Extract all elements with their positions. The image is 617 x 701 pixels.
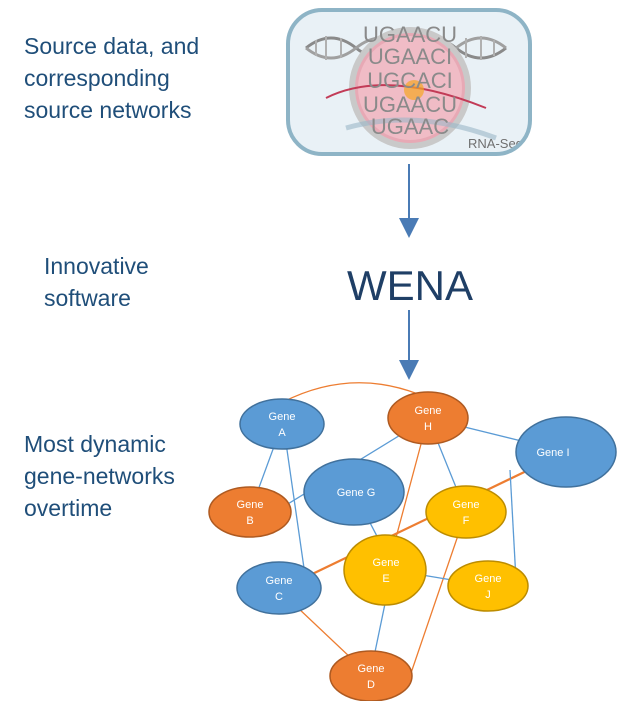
- gene-node-d: Gene D: [329, 650, 413, 701]
- svg-text:B: B: [246, 515, 253, 527]
- software-label-line-2: software: [44, 285, 131, 311]
- rnaseq-image: UGAACU UGAACI UGCACI UGAACU UGAAC RNA-Se…: [286, 8, 532, 156]
- svg-text:Gene: Gene: [266, 575, 293, 587]
- source-label-line-3: source networks: [24, 97, 192, 123]
- svg-text:C: C: [275, 591, 283, 603]
- svg-text:Gene I: Gene I: [536, 447, 569, 459]
- svg-text:F: F: [463, 515, 470, 527]
- dynamic-label-line-1: Most dynamic: [24, 431, 166, 457]
- gene-node-j: Gene J: [447, 560, 529, 612]
- svg-text:E: E: [382, 573, 389, 585]
- rnaseq-illustration: UGAACU UGAACI UGCACI UGAACU UGAAC RNA-Se…: [305, 22, 523, 151]
- sequence-row: UGAAC: [371, 114, 449, 139]
- sequence-row: UGAACU: [363, 92, 457, 117]
- sequence-row: UGAACU: [363, 22, 457, 47]
- gene-node-f: Gene F: [425, 485, 507, 539]
- wena-title: WENA: [347, 262, 473, 309]
- software-label: Innovative software: [44, 250, 224, 314]
- gene-node-a: Gene A: [239, 398, 325, 450]
- source-data-label: Source data, and corresponding source ne…: [24, 30, 264, 126]
- source-label-line-2: corresponding: [24, 65, 170, 91]
- edge-i-j: [509, 469, 517, 581]
- svg-text:Gene: Gene: [475, 573, 502, 585]
- dynamic-networks-label: Most dynamic gene-networks overtime: [24, 428, 244, 524]
- svg-text:Gene: Gene: [237, 499, 264, 511]
- gene-node-i: Gene I: [515, 416, 617, 488]
- dynamic-label-line-2: gene-networks: [24, 463, 175, 489]
- sequence-row: UGCACI: [367, 68, 453, 93]
- rnaseq-caption: RNA-Seq: [468, 136, 523, 151]
- edge-i-c: [278, 451, 567, 591]
- svg-text:Gene: Gene: [269, 411, 296, 423]
- source-label-line-1: Source data, and: [24, 33, 200, 59]
- gene-node-b: Gene B: [208, 486, 292, 538]
- svg-text:Gene G: Gene G: [337, 487, 376, 499]
- svg-text:H: H: [424, 421, 432, 433]
- dynamic-label-line-3: overtime: [24, 495, 113, 521]
- svg-text:A: A: [278, 427, 286, 439]
- svg-text:D: D: [367, 679, 375, 691]
- gene-node-h: Gene H: [387, 391, 469, 445]
- software-label-line-1: Innovative: [44, 253, 149, 279]
- svg-text:Gene: Gene: [453, 499, 480, 511]
- edge-f-d: [409, 511, 467, 677]
- sequence-row: UGAACI: [368, 44, 452, 69]
- svg-text:Gene: Gene: [373, 557, 400, 569]
- svg-text:Gene: Gene: [415, 405, 442, 417]
- svg-text:Gene: Gene: [358, 663, 385, 675]
- edge-a-h: [282, 382, 419, 403]
- gene-node-e: Gene E: [343, 534, 427, 606]
- svg-text:J: J: [485, 589, 491, 601]
- gene-node-g: Gene G: [303, 458, 405, 526]
- gene-node-c: Gene C: [236, 561, 322, 615]
